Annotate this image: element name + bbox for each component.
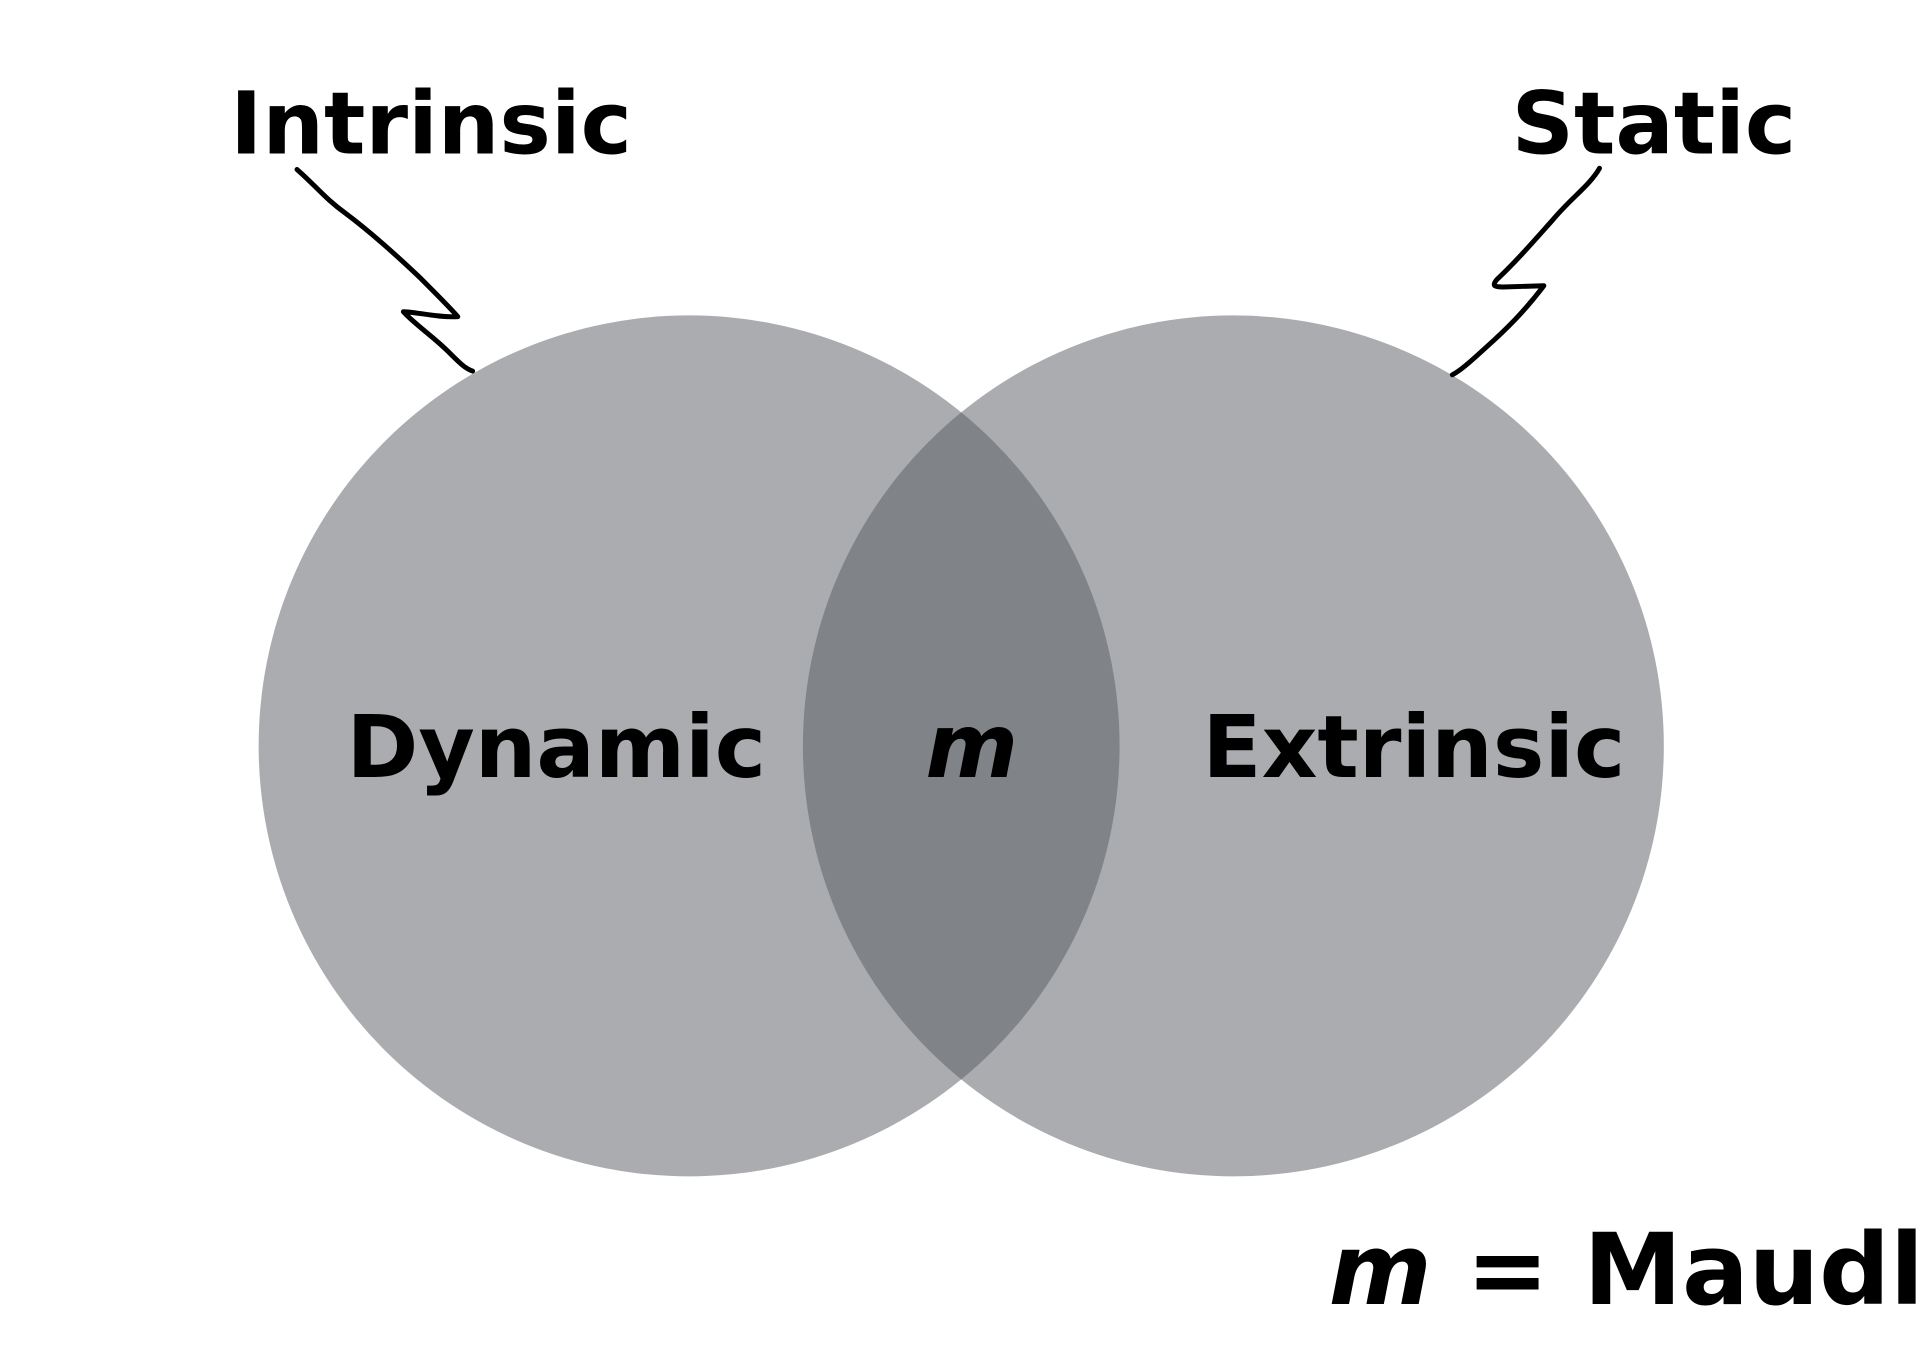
legend-symbol: m bbox=[1329, 1213, 1432, 1328]
label-static: Static bbox=[1512, 74, 1797, 174]
label-extrinsic: Extrinsic bbox=[1202, 698, 1625, 798]
intrinsic-pointer-line bbox=[294, 166, 476, 374]
label-intrinsic: Intrinsic bbox=[230, 74, 632, 174]
legend-equals: = bbox=[1466, 1213, 1549, 1328]
right-circle bbox=[802, 315, 1664, 1177]
static-pointer-line bbox=[1449, 165, 1602, 378]
legend: m = Maudlin bbox=[1329, 1213, 1920, 1328]
label-dynamic: Dynamic bbox=[346, 698, 766, 798]
legend-name: Maudlin bbox=[1584, 1213, 1920, 1328]
label-overlap-m: m bbox=[925, 695, 1018, 799]
